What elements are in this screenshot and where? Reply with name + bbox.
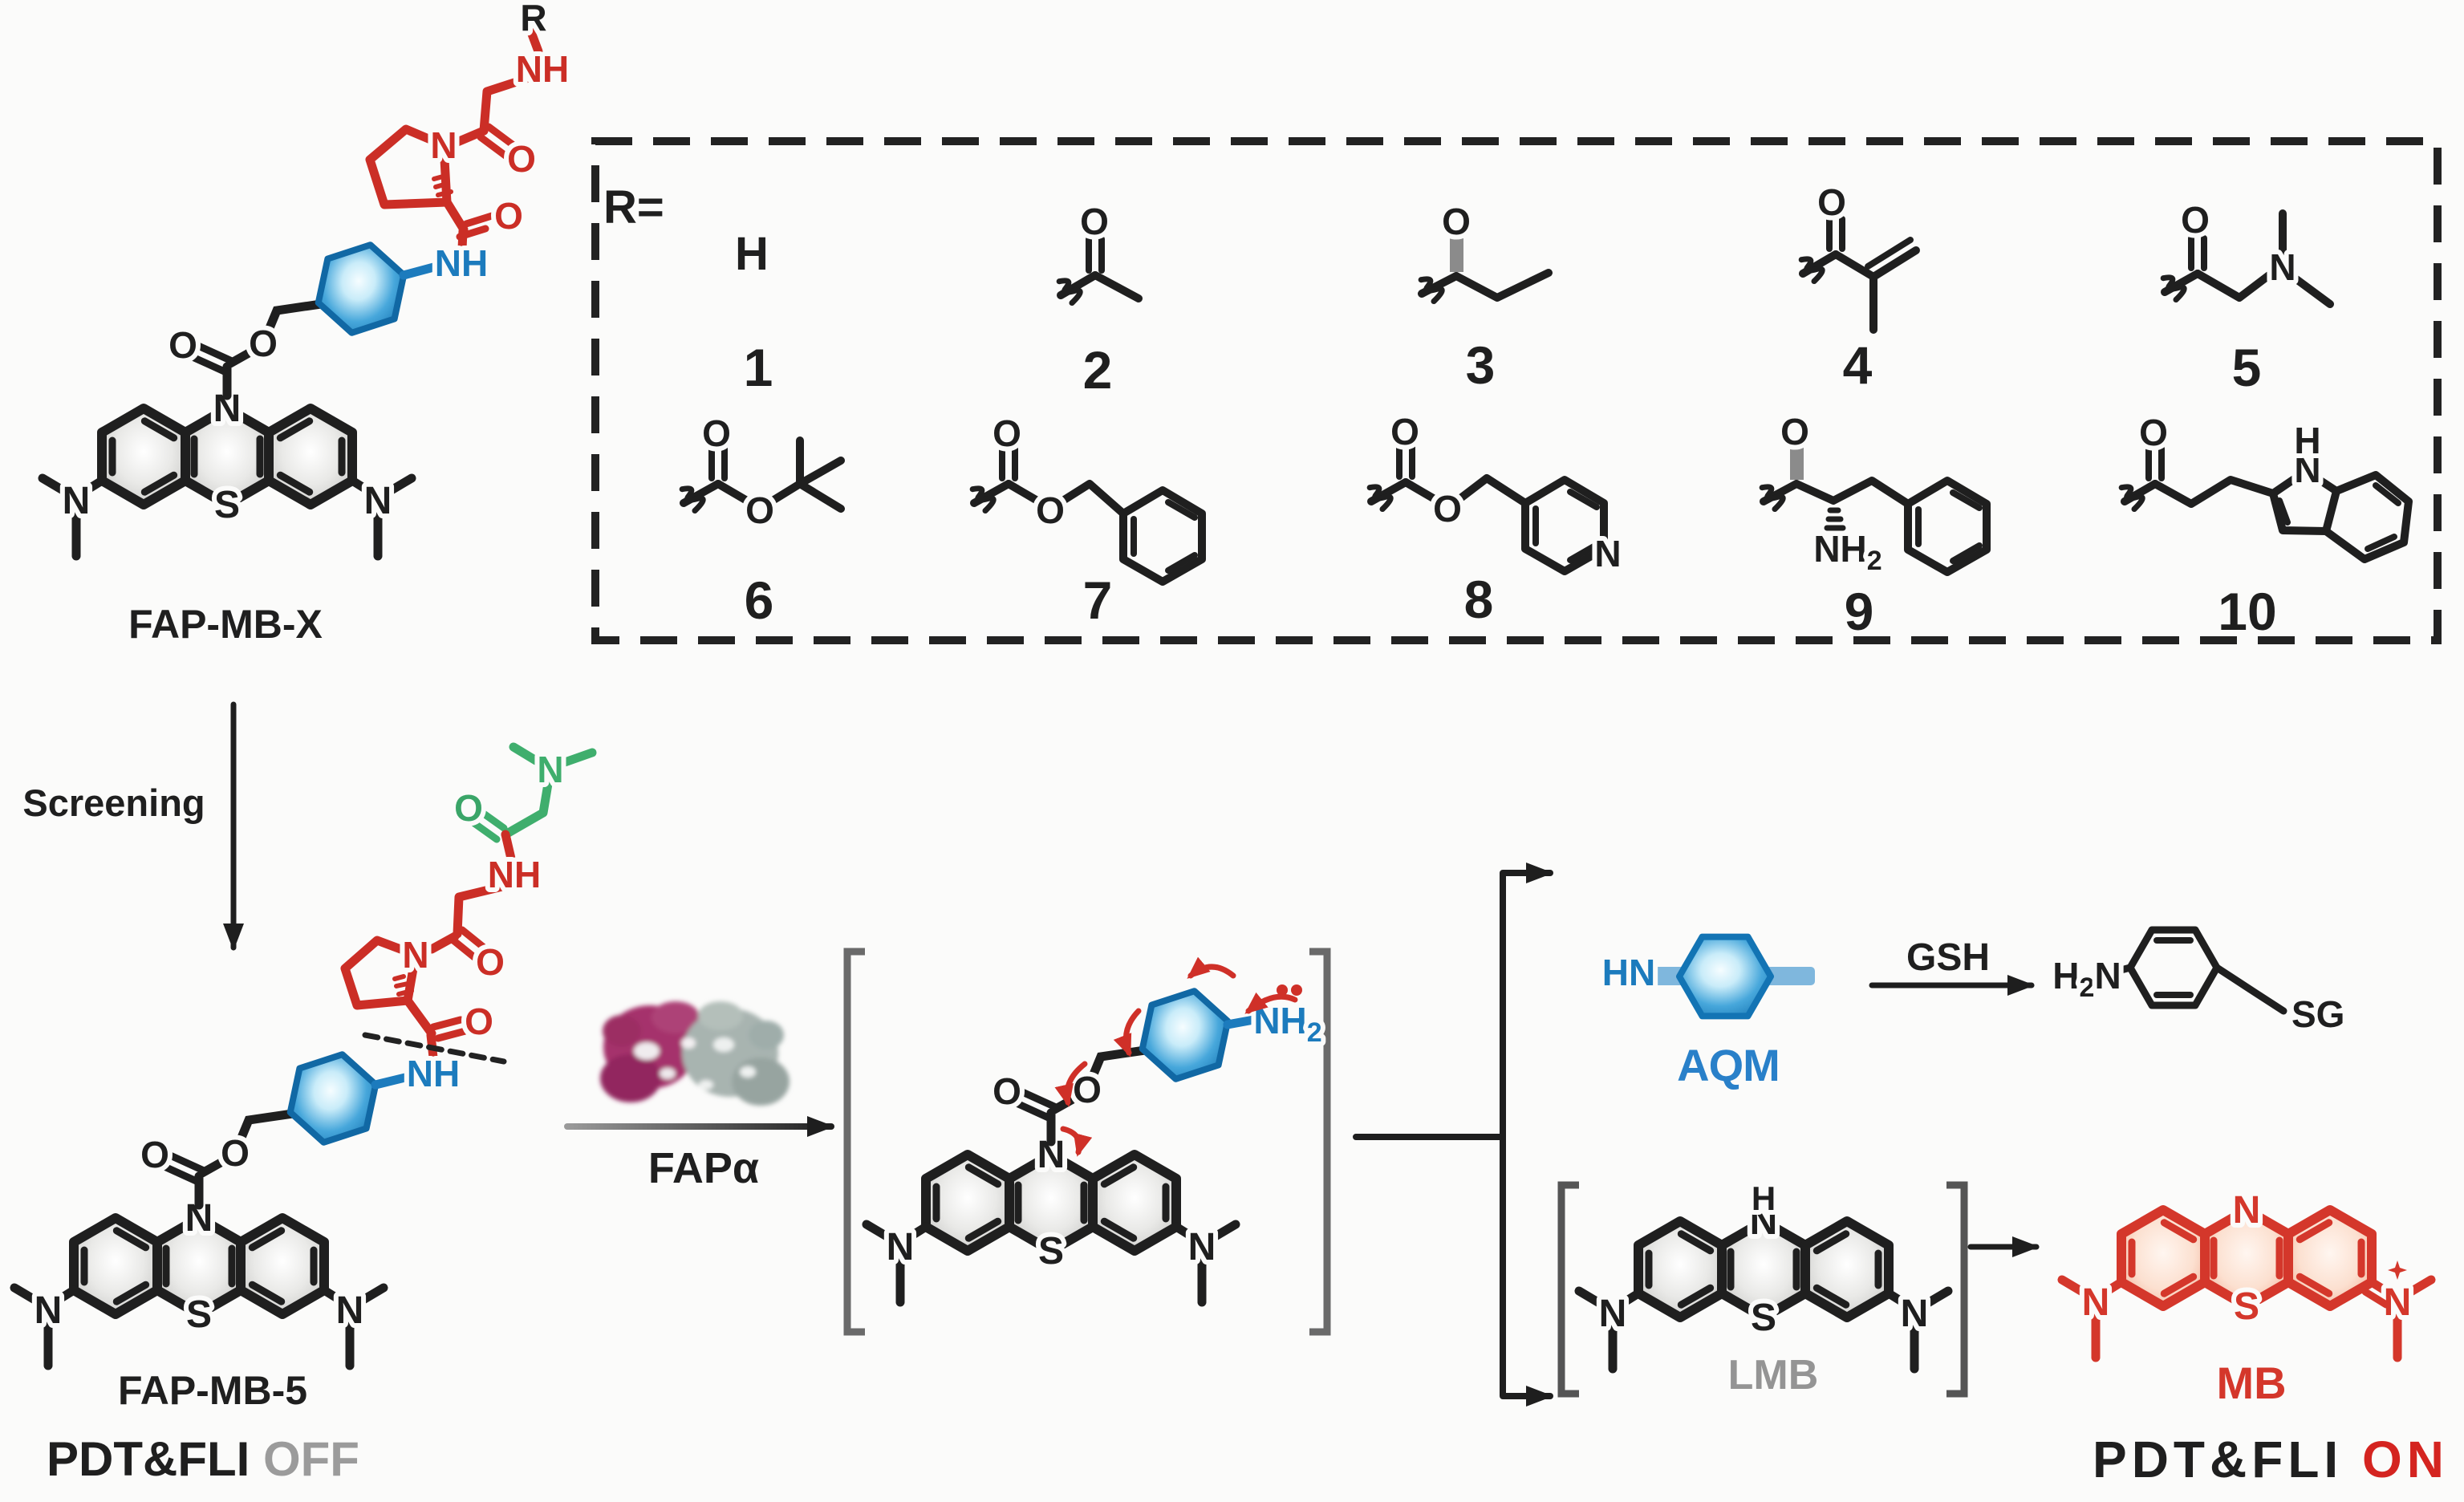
svg-text:O: O xyxy=(476,941,505,983)
svg-text:9: 9 xyxy=(1845,582,1874,641)
svg-text:Screening: Screening xyxy=(22,781,205,824)
svg-text:O: O xyxy=(1080,201,1109,242)
svg-text:2: 2 xyxy=(1083,340,1113,400)
svg-text:O: O xyxy=(454,787,483,829)
svg-text:H: H xyxy=(735,228,769,280)
svg-text:NH: NH xyxy=(516,48,569,90)
svg-text:O: O xyxy=(494,195,523,237)
svg-text:O: O xyxy=(2139,412,2168,453)
svg-text:O: O xyxy=(507,138,536,180)
svg-text:8: 8 xyxy=(1464,570,1494,629)
svg-text:FAP-MB-X: FAP-MB-X xyxy=(128,602,323,647)
svg-text:NH: NH xyxy=(488,854,541,895)
svg-text:N: N xyxy=(402,934,428,976)
svg-text:3: 3 xyxy=(1466,335,1496,395)
svg-text:5: 5 xyxy=(2232,338,2262,397)
svg-text:7: 7 xyxy=(1083,570,1113,630)
svg-text:H: H xyxy=(2294,420,2320,461)
svg-text:O: O xyxy=(702,412,731,454)
svg-text:O: O xyxy=(993,412,1021,454)
svg-text:FAP-MB-5: FAP-MB-5 xyxy=(118,1368,307,1413)
svg-text:O: O xyxy=(1442,201,1471,242)
svg-text:O: O xyxy=(465,1001,493,1042)
svg-text:N: N xyxy=(1594,533,1621,574)
svg-text:NH: NH xyxy=(407,1053,460,1094)
svg-text:PDT&FLI ON: PDT&FLI ON xyxy=(2093,1431,2449,1488)
svg-text:10: 10 xyxy=(2218,582,2276,641)
svg-text:1: 1 xyxy=(744,338,773,397)
svg-text:NH: NH xyxy=(435,242,488,284)
svg-text:N: N xyxy=(537,749,563,790)
svg-text:LMB: LMB xyxy=(1728,1352,1819,1398)
svg-text:O: O xyxy=(1390,411,1419,453)
svg-text:4: 4 xyxy=(1843,335,1873,395)
svg-text:SG: SG xyxy=(2291,993,2344,1035)
svg-text:N: N xyxy=(2294,449,2320,490)
svg-text:HN: HN xyxy=(1602,952,1655,993)
svg-text:O: O xyxy=(1817,181,1846,223)
svg-text:O: O xyxy=(1433,488,1462,530)
svg-text:O: O xyxy=(1780,411,1809,453)
svg-text:O: O xyxy=(1036,489,1065,531)
svg-text:O: O xyxy=(2181,199,2210,241)
svg-text:H: H xyxy=(1752,1179,1776,1217)
svg-text:N: N xyxy=(430,124,457,166)
svg-text:FAPα: FAPα xyxy=(648,1144,759,1192)
svg-text:PDT&FLI OFF: PDT&FLI OFF xyxy=(47,1432,359,1486)
svg-text:GSH: GSH xyxy=(1906,936,1990,979)
svg-text:MB: MB xyxy=(2216,1358,2286,1408)
svg-text:R: R xyxy=(520,0,546,39)
svg-text:O: O xyxy=(745,489,774,531)
svg-text:R=: R= xyxy=(603,181,664,233)
svg-text:N: N xyxy=(2269,246,2296,288)
svg-text:AQM: AQM xyxy=(1677,1040,1780,1090)
svg-text:6: 6 xyxy=(745,570,774,630)
